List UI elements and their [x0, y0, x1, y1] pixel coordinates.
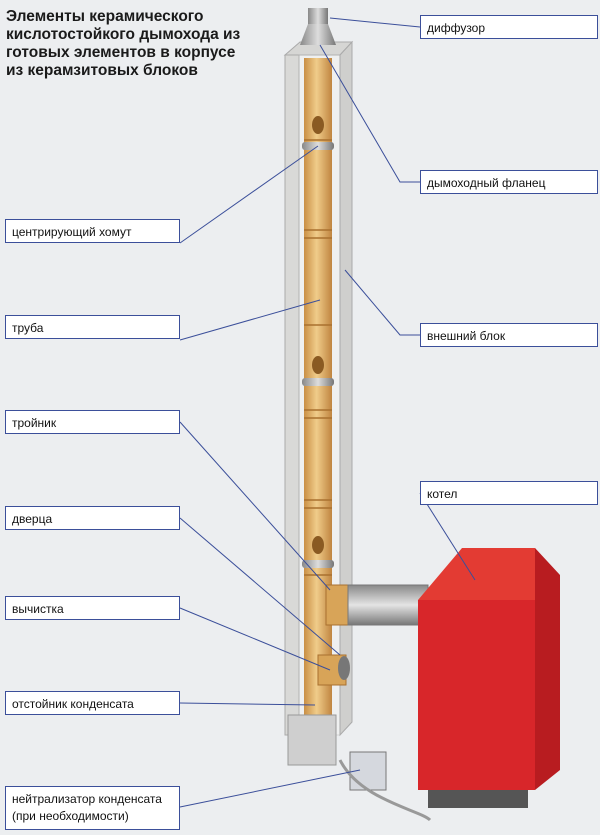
- label-flange: дымоходный фланец: [420, 170, 598, 194]
- diffuser: [300, 8, 336, 45]
- boiler: [418, 548, 560, 808]
- label-neutralizer-line1: нейтрализатор конденсата: [12, 792, 162, 806]
- label-tee: тройник: [5, 410, 180, 434]
- leader-lines: [179, 17, 476, 808]
- label-door: дверца: [5, 506, 180, 530]
- label-boiler: котел: [420, 481, 598, 505]
- label-cleanout: вычистка: [5, 596, 180, 620]
- label-outer-block: внешний блок: [420, 323, 598, 347]
- label-neutralizer: нейтрализатор конденсата (при необходимо…: [5, 786, 180, 830]
- ceramic-pipe: [302, 58, 350, 718]
- flue-connector: [347, 584, 429, 626]
- label-neutralizer-line2: (при необходимости): [12, 809, 129, 823]
- base-block: [287, 714, 337, 766]
- diagram-title: Элементы керамического кислотостойкого д…: [6, 8, 241, 79]
- label-diffuser: диффузор: [420, 15, 598, 39]
- label-clamp: центрирующий хомут: [5, 219, 180, 243]
- label-pipe: труба: [5, 315, 180, 339]
- label-condensate-trap: отстойник конденсата: [5, 691, 180, 715]
